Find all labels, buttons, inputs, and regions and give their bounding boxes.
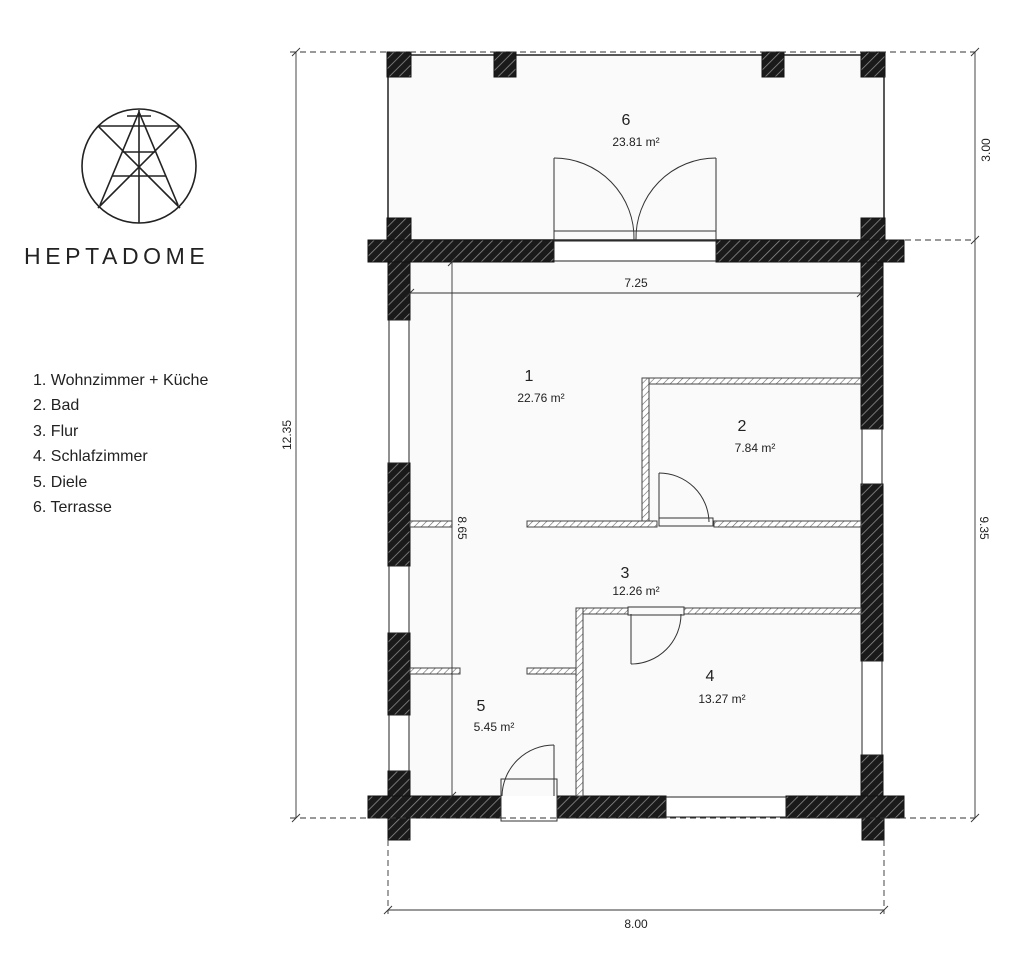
room-2-area: 7.84 m²: [735, 441, 776, 455]
room-4-number: 4: [706, 668, 715, 685]
legend-item: 2. Bad: [33, 397, 80, 415]
interior-partitions: [409, 377, 862, 797]
dim-house-depth: 9.35: [977, 516, 991, 540]
legend-item: 3. Flur: [33, 422, 79, 440]
legend-item: 1. Wohnzimmer + Küche: [33, 372, 209, 389]
legend-item: 6. Terrasse: [33, 499, 112, 517]
room-1-number: 1: [525, 368, 534, 385]
dimension-lines: [290, 47, 980, 915]
dim-total-width: 8.00: [624, 917, 648, 931]
terrace-floor: [387, 54, 885, 241]
room-4-area: 13.27 m²: [698, 692, 745, 706]
bedroom-door: [627, 606, 685, 665]
entrance-door: [500, 744, 558, 822]
dim-inner-height: 8.65: [455, 516, 469, 540]
heptadome-logo-icon: [81, 108, 197, 224]
bathroom-door: [658, 472, 714, 527]
legend-item: 4. Schlafzimmer: [33, 448, 148, 466]
windows: [388, 240, 883, 818]
room-3-area: 12.26 m²: [612, 584, 659, 598]
room-6-number: 6: [622, 112, 631, 129]
room-5-area: 5.45 m²: [474, 720, 515, 734]
dim-total-height: 12.35: [280, 420, 294, 450]
room-3-number: 3: [621, 565, 630, 582]
dim-terrace-depth: 3.00: [979, 138, 993, 162]
terrace-double-door: [553, 157, 717, 241]
legend-item: 5. Diele: [33, 473, 88, 491]
exterior-walls: [367, 239, 905, 841]
room-6-area: 23.81 m²: [612, 135, 659, 149]
house-floor: [410, 262, 861, 796]
brand-name: HEPTADOME: [24, 243, 210, 269]
room-5-number: 5: [477, 698, 486, 715]
terrace-posts: [386, 51, 886, 241]
room-1-area: 22.76 m²: [517, 391, 564, 405]
room-legend: 1. Wohnzimmer + Küche 2. Bad 3. Flur 4. …: [33, 368, 208, 520]
dim-inner-width: 7.25: [624, 276, 648, 290]
room-2-number: 2: [738, 418, 747, 435]
